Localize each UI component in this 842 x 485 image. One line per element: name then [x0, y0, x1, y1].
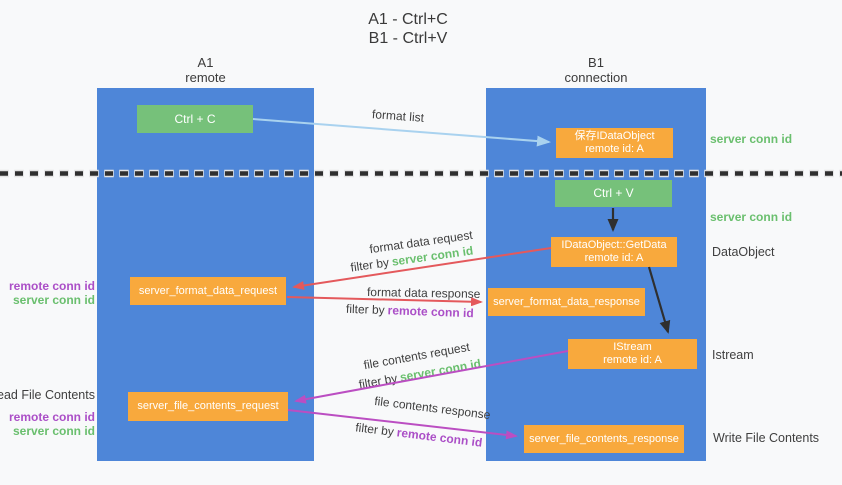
save-idataobject-line1: 保存IDataObject: [574, 130, 655, 142]
server-format-data-response-box: server_format_data_response: [488, 288, 645, 316]
right-label-write-file-contents: Write File Contents: [713, 431, 820, 445]
ctrl-c-box: Ctrl + C: [137, 105, 253, 133]
left-label-remote-conn-id-top: remote conn id: [8, 279, 95, 293]
istream-line1: IStream: [613, 341, 652, 353]
left-label-read-file-contents: Read File Contents: [0, 388, 95, 402]
filter-by-text: filter by: [354, 420, 395, 439]
right-label-istream: Istream: [712, 348, 754, 362]
column-b1-subtitle: connection: [564, 70, 628, 85]
left-label-remote-conn-id-bottom: remote conn id: [8, 410, 95, 424]
server-format-data-request-box: server_format_data_request: [130, 277, 286, 305]
getdata-line2: remote id: A: [584, 252, 644, 264]
right-label-server-conn-id-mid: server conn id: [710, 210, 793, 224]
column-header-b1: B1 connection: [486, 55, 706, 85]
idataobject-getdata-box: IDataObject::GetData remote id: A: [551, 237, 677, 267]
column-b1-name: B1: [588, 55, 604, 70]
server-file-contents-response-box: server_file_contents_response: [524, 425, 684, 453]
right-label-dataobject: DataObject: [712, 245, 775, 259]
diagram-title: A1 - Ctrl+C B1 - Ctrl+V: [283, 10, 533, 48]
format-data-response-label: format data response: [366, 285, 481, 301]
getdata-line1: IDataObject::GetData: [561, 239, 667, 251]
left-label-server-conn-id-top: server conn id: [12, 293, 95, 307]
filter-by-text: filter by: [357, 371, 399, 392]
server-file-contents-request-box: server_file_contents_request: [128, 392, 288, 421]
column-a1-subtitle: remote: [185, 70, 226, 85]
format-list-label: format list: [371, 107, 425, 125]
title-line-1: A1 - Ctrl+C: [368, 11, 448, 28]
remote-conn-id-text: remote conn id: [395, 425, 484, 450]
file-contents-response-label: file contents response: [373, 393, 492, 423]
save-idataobject-line2: remote id: A: [585, 143, 644, 155]
right-label-server-conn-id-top: server conn id: [710, 132, 793, 146]
filter-by-text: filter by: [345, 301, 385, 318]
istream-line2: remote id: A: [603, 354, 662, 366]
filter-by-text: filter by: [349, 255, 390, 275]
remote-conn-id-text: remote conn id: [387, 303, 474, 321]
column-a1-name: A1: [197, 55, 214, 70]
title-line-2: B1 - Ctrl+V: [368, 30, 448, 47]
column-header-a1: A1 remote: [97, 55, 314, 85]
save-idataobject-box: 保存IDataObject remote id: A: [556, 128, 673, 158]
ctrl-v-box: Ctrl + V: [555, 180, 672, 207]
istream-box: IStream remote id: A: [568, 339, 697, 369]
left-label-server-conn-id-bottom: server conn id: [12, 424, 95, 438]
filter-by-remote-conn-id-label-2: filter byremote conn id: [355, 420, 483, 449]
